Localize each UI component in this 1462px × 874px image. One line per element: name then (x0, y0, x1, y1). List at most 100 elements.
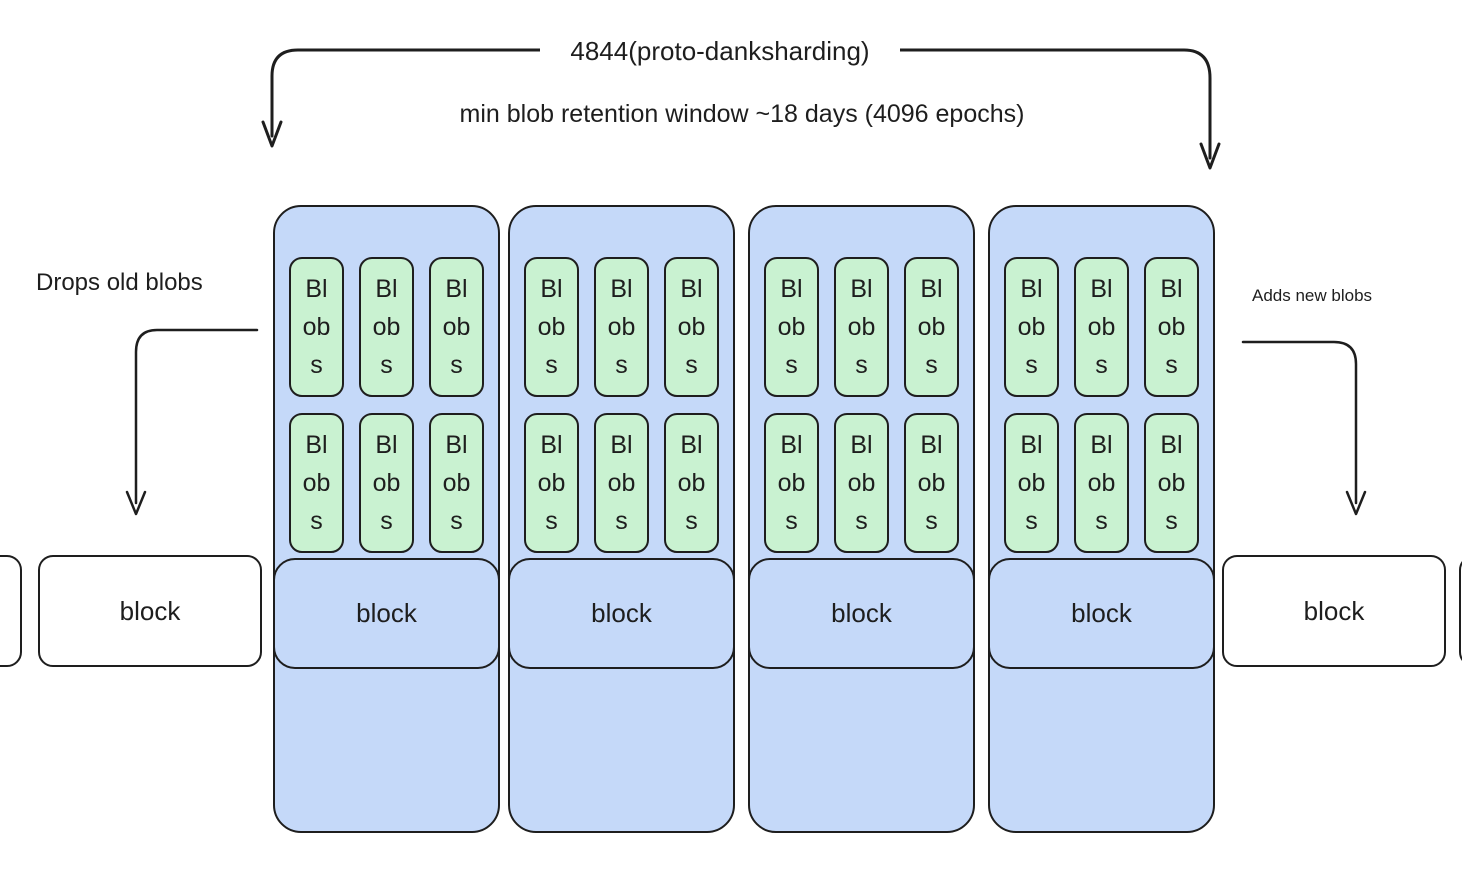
blob-label-line: ob (1087, 469, 1116, 497)
blob-label-line: ob (607, 313, 636, 341)
blob-label-line: Bl (445, 275, 468, 303)
blob-label-line: Bl (375, 275, 398, 303)
blob-label-line: Bl (780, 431, 803, 459)
block-label: block (591, 598, 652, 628)
blob-label-line: ob (777, 313, 806, 341)
block-right: block (1222, 555, 1446, 667)
blob-label-line: s (545, 507, 558, 535)
blob-label-line: Bl (1020, 431, 1043, 459)
blob-label-line: s (1165, 507, 1178, 535)
blob-label-line: Bl (445, 431, 468, 459)
blob-label-line: ob (1017, 469, 1046, 497)
blob-label-line: s (1095, 351, 1108, 379)
blob-label-line: s (855, 507, 868, 535)
blob-label-line: Bl (1160, 431, 1183, 459)
blob-label-line: s (450, 507, 463, 535)
blob-box: Bl ob s (524, 257, 579, 397)
blob-label-line: ob (442, 469, 471, 497)
blob-label-line: Bl (1020, 275, 1043, 303)
blob-label-line: s (925, 507, 938, 535)
block: block (988, 558, 1215, 669)
blob-label-line: Bl (1160, 275, 1183, 303)
drops-arrow-arrowhead-icon (125, 490, 147, 516)
blob-box: Bl ob s (524, 413, 579, 553)
blob-label-line: ob (847, 469, 876, 497)
blob-label-line: Bl (540, 431, 563, 459)
retention-bracket-right-arrowhead-icon (1199, 142, 1221, 170)
blob-label-line: s (380, 507, 393, 535)
blob-box: Bl ob s (1144, 257, 1199, 397)
adds-arrow-arrowhead-icon (1345, 490, 1367, 516)
blob-label-line: Bl (375, 431, 398, 459)
blob-label-line: Bl (920, 431, 943, 459)
block: block (748, 558, 975, 669)
blob-label-line: Bl (780, 275, 803, 303)
blob-box: Bl ob s (429, 413, 484, 553)
blob-label-line: Bl (850, 275, 873, 303)
blob-label-line: Bl (540, 275, 563, 303)
blob-label-line: s (545, 351, 558, 379)
blob-box: Bl ob s (664, 413, 719, 553)
blob-label-line: Bl (920, 275, 943, 303)
blob-label-line: ob (302, 313, 331, 341)
blob-label-line: ob (442, 313, 471, 341)
blob-label-line: ob (777, 469, 806, 497)
blob-label-line: Bl (680, 275, 703, 303)
retention-window-subtitle: min blob retention window ~18 days (4096… (459, 100, 1025, 128)
blob-label-line: s (685, 507, 698, 535)
block-left: block (38, 555, 262, 667)
blob-label-line: ob (1157, 313, 1186, 341)
retention-bracket-left-arrowhead-icon (261, 120, 283, 148)
blob-label-line: ob (677, 469, 706, 497)
blob-label-line: s (380, 351, 393, 379)
blob-label-line: s (925, 351, 938, 379)
blob-label-line: s (1095, 507, 1108, 535)
blob-label-line: s (450, 351, 463, 379)
blob-label-line: ob (607, 469, 636, 497)
blob-label-line: Bl (610, 275, 633, 303)
blob-label-line: Bl (610, 431, 633, 459)
bracket-title: 4844(proto-danksharding) (540, 36, 900, 67)
adds-new-blobs-arrow (1241, 340, 1367, 516)
block-label: block (356, 598, 417, 628)
blob-label-line: s (615, 507, 628, 535)
blob-label-line: s (1165, 351, 1178, 379)
blob-label-line: Bl (305, 431, 328, 459)
blob-label-line: s (785, 507, 798, 535)
drops-old-blobs-label: Drops old blobs (36, 269, 203, 296)
block-label: block (1303, 595, 1365, 626)
blob-label-line: s (785, 351, 798, 379)
blob-label-line: ob (537, 469, 566, 497)
blob-label-line: s (1025, 507, 1038, 535)
blob-label-line: ob (677, 313, 706, 341)
blob-label-line: ob (847, 313, 876, 341)
drops-old-blobs-arrow (125, 328, 259, 516)
blob-label-line: Bl (680, 431, 703, 459)
blob-label-line: s (1025, 351, 1038, 379)
blob-label-line: ob (537, 313, 566, 341)
blob-label-line: Bl (305, 275, 328, 303)
adds-arrow-line (1241, 340, 1358, 505)
blob-box: Bl ob s (764, 257, 819, 397)
blob-label-line: s (310, 507, 323, 535)
drops-arrow-line (134, 328, 259, 505)
block: block (273, 558, 500, 669)
blob-box: Bl ob s (764, 413, 819, 553)
block-label: block (119, 595, 181, 626)
